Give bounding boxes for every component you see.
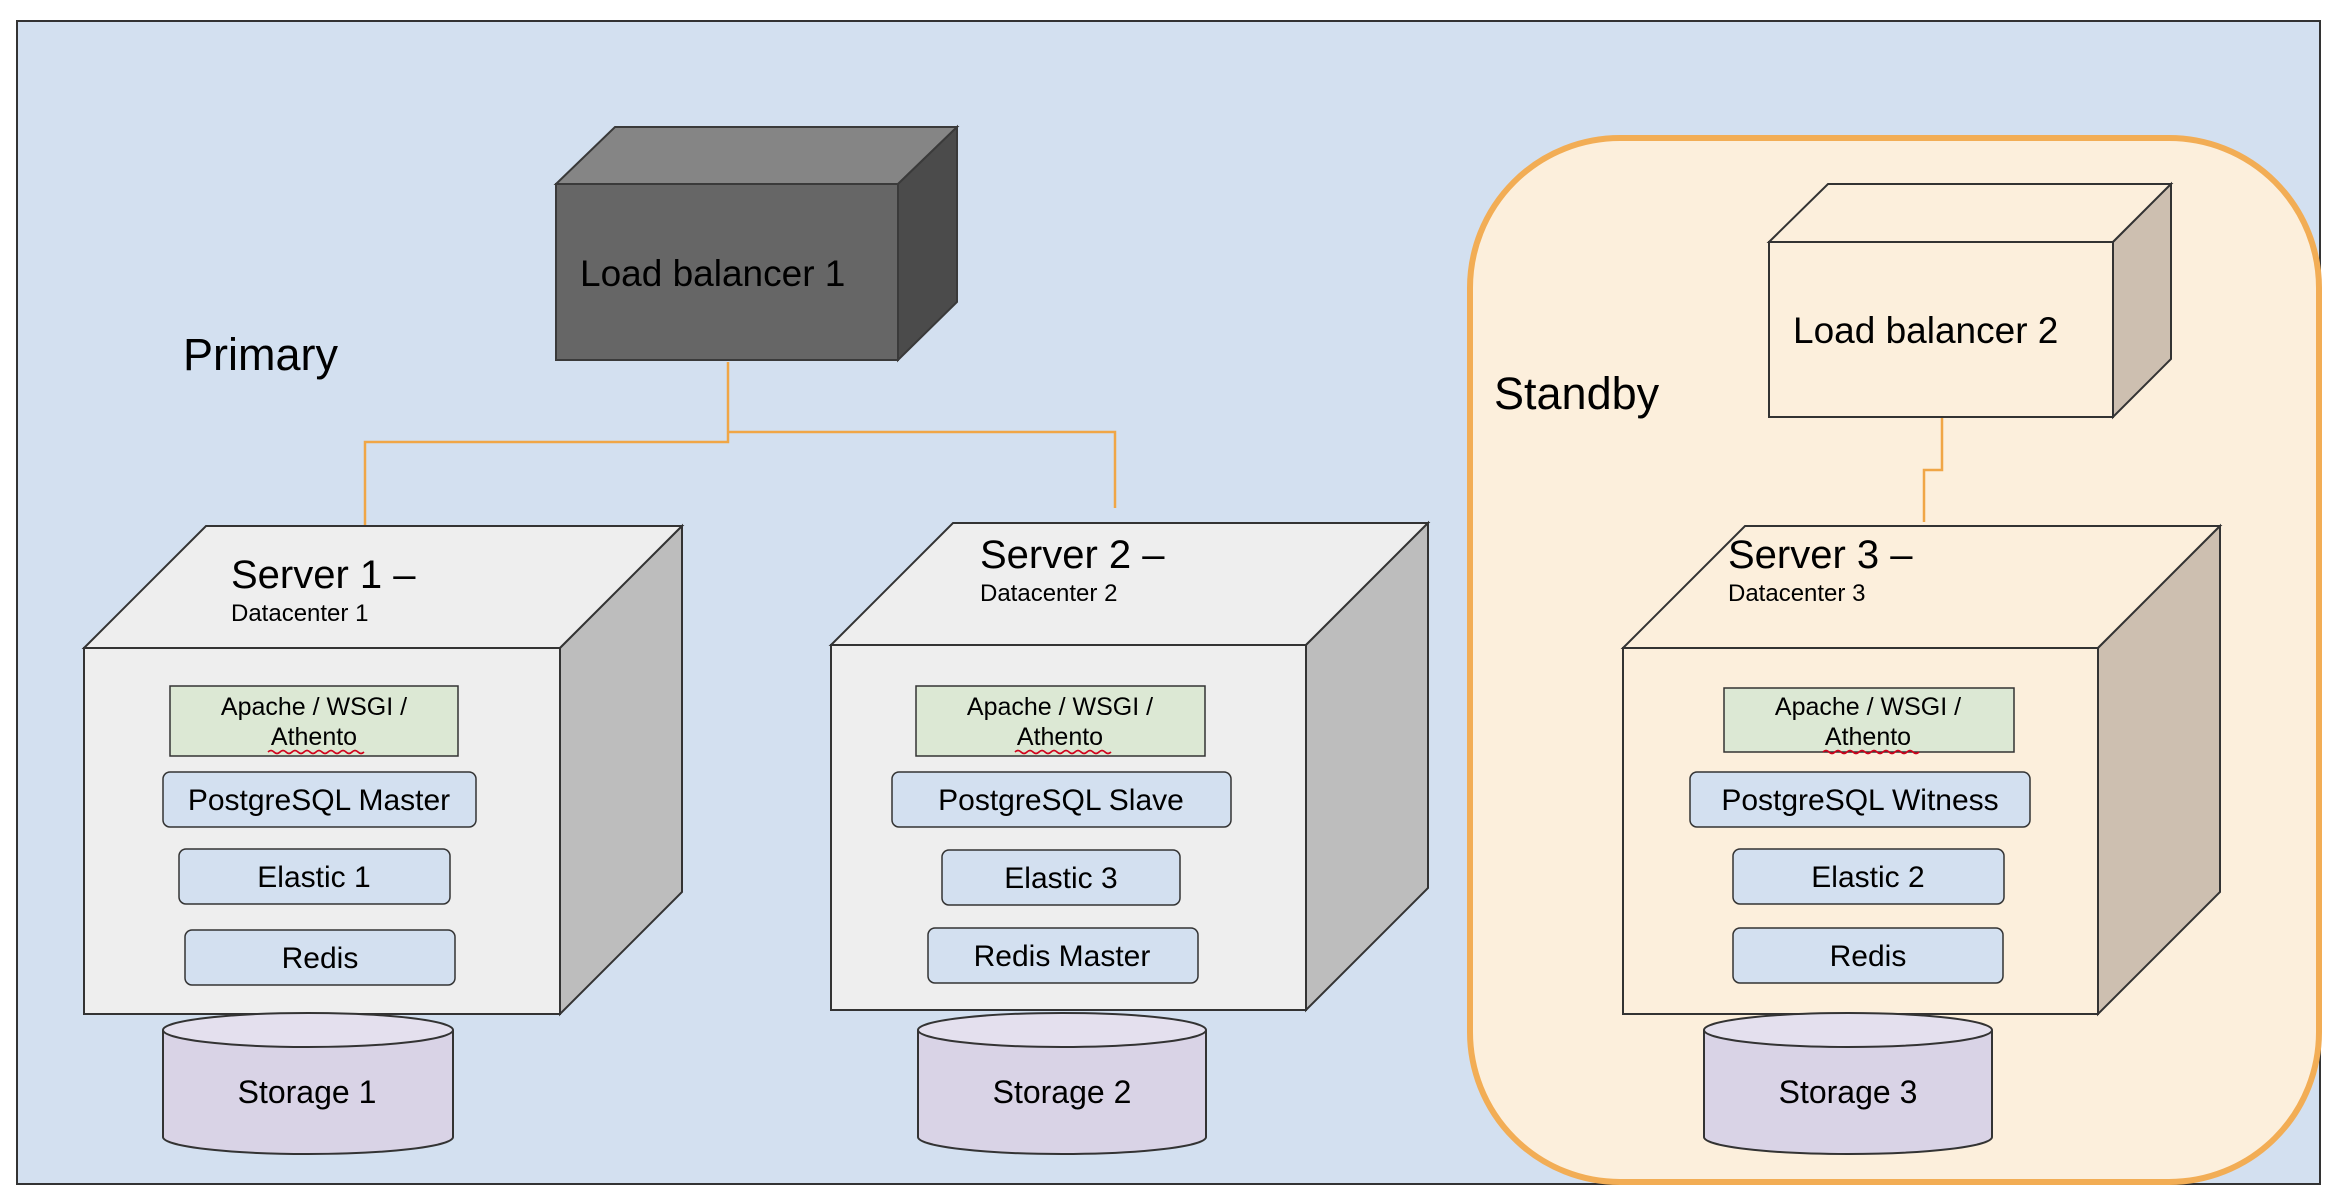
server2-app-box xyxy=(915,685,1206,757)
server1-service-box-1 xyxy=(162,771,477,828)
primary-label: Primary xyxy=(183,329,338,380)
connectors xyxy=(363,362,1944,528)
server3-service-box-2 xyxy=(1732,848,2005,905)
connector-lb1-server2 xyxy=(728,430,1117,508)
server2-app-line2: Athento xyxy=(1017,723,1103,751)
server-1: Server 1 – Datacenter 1 Apache / WSGI / … xyxy=(81,523,685,1017)
server3-service-box-1 xyxy=(1689,771,2031,828)
load-balancer-1: Load balancer 1 xyxy=(553,124,960,363)
server3-service-1: PostgreSQL Witness xyxy=(1721,784,1998,817)
server3-app-box xyxy=(1723,687,2015,753)
server3-app-line1: Apache / WSGI / xyxy=(1775,693,1961,721)
server2-service-box-1 xyxy=(891,771,1232,828)
server3-service-2: Elastic 2 xyxy=(1811,861,1924,894)
server3-service-box-3 xyxy=(1732,927,2004,984)
storage3-body xyxy=(1703,1030,1993,1155)
server1-service-3: Redis xyxy=(282,942,359,975)
storage3-top xyxy=(1703,1012,1993,1048)
storage1-body xyxy=(162,1030,454,1155)
connector-lb1-server1 xyxy=(363,362,730,528)
storage2-top xyxy=(917,1012,1207,1048)
standby-label: Standby xyxy=(1494,368,1660,419)
lb1-top-face xyxy=(553,126,960,185)
storage1-label: Storage 1 xyxy=(238,1074,377,1110)
spellcheck-underline xyxy=(1014,749,1112,755)
server2-service-box-2 xyxy=(941,849,1181,906)
server3-app-line2: Athento xyxy=(1825,723,1911,751)
spellcheck-underline xyxy=(1822,749,1920,755)
server1-app-box xyxy=(169,685,459,757)
server1-service-box-2 xyxy=(178,848,451,905)
storage2-body xyxy=(917,1030,1207,1155)
server2-service-1: PostgreSQL Slave xyxy=(938,784,1184,817)
server1-service-2: Elastic 1 xyxy=(257,861,370,894)
storage-3: Storage 3 xyxy=(1703,1012,1993,1155)
connector-lb2-server3 xyxy=(1922,418,1944,522)
spellcheck-underline xyxy=(267,749,365,755)
server-2: Server 2 – Datacenter 2 Apache / WSGI / … xyxy=(828,520,1431,1013)
server1-title: Server 1 – xyxy=(231,553,416,597)
storage3-label: Storage 3 xyxy=(1779,1074,1918,1110)
server1-service-1: PostgreSQL Master xyxy=(188,784,450,817)
storage1-top xyxy=(162,1012,454,1048)
storage2-label: Storage 2 xyxy=(993,1074,1132,1110)
server2-service-3: Redis Master xyxy=(974,940,1151,973)
server3-service-3: Redis xyxy=(1830,940,1907,973)
server2-service-2: Elastic 3 xyxy=(1004,862,1117,895)
lb1-label: Load balancer 1 xyxy=(580,253,845,294)
server2-title: Server 2 – xyxy=(980,533,1165,577)
server3-title: Server 3 – xyxy=(1728,533,1913,577)
server1-subtitle: Datacenter 1 xyxy=(231,600,368,627)
lb2-label: Load balancer 2 xyxy=(1793,310,2058,351)
storage-1: Storage 1 xyxy=(162,1012,454,1155)
server3-subtitle: Datacenter 3 xyxy=(1728,580,1865,607)
lb1-front-face xyxy=(555,183,899,361)
lb2-top-face xyxy=(1766,183,2174,243)
server1-service-box-3 xyxy=(184,929,456,986)
storage-2: Storage 2 xyxy=(917,1012,1207,1155)
server2-subtitle: Datacenter 2 xyxy=(980,580,1117,607)
server1-app-line1: Apache / WSGI / xyxy=(221,693,407,721)
lb2-front-face xyxy=(1768,241,2114,418)
server2-service-box-3 xyxy=(927,927,1199,984)
server1-app-line2: Athento xyxy=(271,723,357,751)
server2-app-line1: Apache / WSGI / xyxy=(967,693,1153,721)
load-balancer-2: Load balancer 2 xyxy=(1766,181,2174,420)
server-3: Server 3 – Datacenter 3 Apache / WSGI / … xyxy=(1620,523,2223,1017)
